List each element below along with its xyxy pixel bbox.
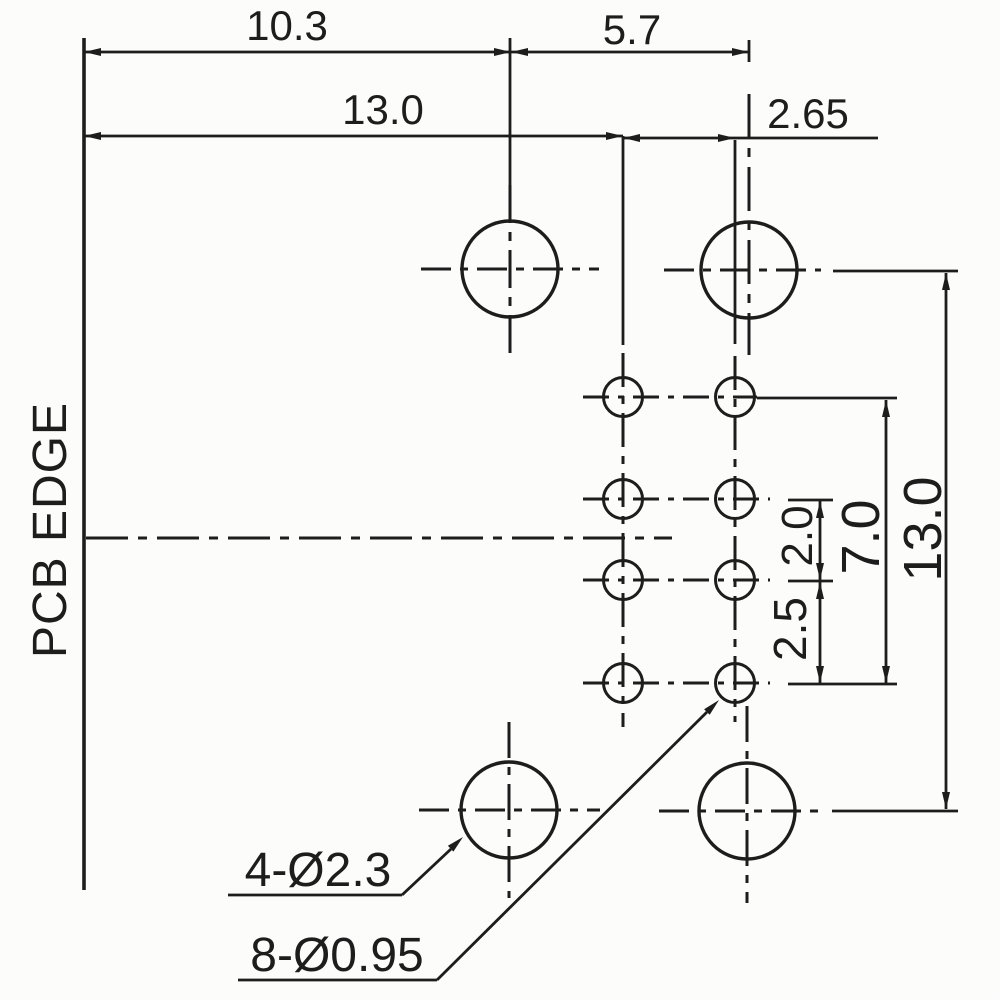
dim-value-7-0: 7.0 — [831, 499, 891, 574]
dim-value-5-7: 5.7 — [603, 6, 661, 53]
arrowhead — [84, 48, 101, 56]
leader-arrowhead — [447, 837, 463, 852]
leader-arrowhead — [704, 700, 719, 715]
dim-value-2-65: 2.65 — [767, 90, 849, 137]
arrowhead — [606, 132, 623, 140]
dim-pin-row-inner-gap: 2.0 — [773, 500, 824, 581]
dim-edge-to-mount-col: 10.3 — [84, 2, 511, 56]
pcb-edge-label: PCB EDGE — [24, 402, 77, 658]
arrowhead — [942, 792, 950, 809]
dim-pin-rows-span: 7.0 — [831, 400, 891, 683]
arrowhead — [718, 134, 735, 142]
arrowhead — [942, 273, 950, 290]
leader-line — [401, 847, 452, 897]
dim-value-2-0: 2.0 — [773, 505, 822, 566]
extension-lines-right — [757, 269, 958, 813]
arrowhead — [84, 132, 101, 140]
arrowhead — [882, 666, 890, 683]
dim-edge-to-pin-col: 13.0 — [84, 86, 623, 140]
callout-text-mounting: 4-Ø2.3 — [245, 844, 392, 897]
arrowhead — [494, 48, 511, 56]
callout-text-pins: 8-Ø0.95 — [250, 929, 423, 982]
dim-pin-row-outer-gap: 2.5 — [764, 581, 824, 683]
dim-value-2-5: 2.5 — [764, 597, 816, 661]
leader-line — [436, 711, 708, 981]
dim-pin-col-spacing: 2.65 — [623, 90, 878, 142]
dim-mount-rows-span: 13.0 — [893, 273, 953, 809]
dim-mount-col-spacing: 5.7 — [511, 6, 749, 56]
callout-mounting-holes: 4-Ø2.3 — [228, 837, 463, 897]
arrowhead — [816, 563, 824, 580]
arrowhead — [511, 48, 528, 56]
dim-value-13-0-right: 13.0 — [893, 476, 953, 581]
arrowhead — [816, 666, 824, 683]
dim-value-13-0-top: 13.0 — [342, 86, 424, 133]
dim-value-10-3: 10.3 — [246, 2, 328, 49]
pin-holes — [583, 376, 770, 704]
callout-pin-holes: 8-Ø0.95 — [238, 700, 719, 982]
extension-lines-top — [508, 38, 751, 727]
arrowhead — [816, 582, 824, 599]
arrowhead — [882, 400, 890, 417]
mounting-holes — [419, 219, 821, 903]
arrowhead — [732, 48, 749, 56]
arrowhead — [623, 134, 640, 142]
arrowhead — [816, 501, 824, 518]
